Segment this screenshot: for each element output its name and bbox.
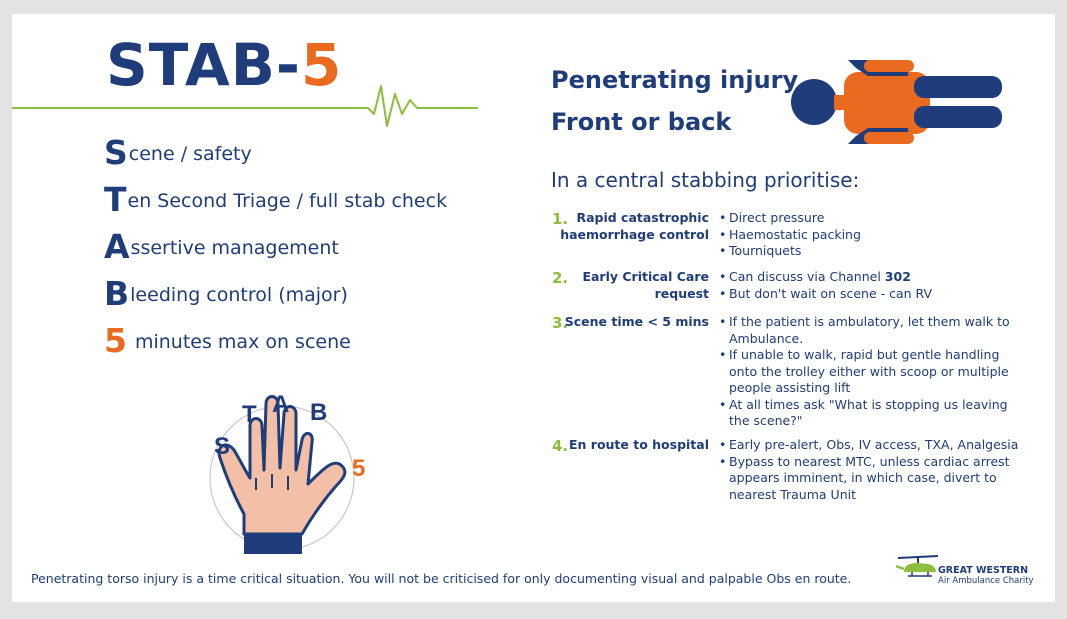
logo-name: GREAT WESTERN bbox=[938, 565, 1029, 576]
logo-subtitle: Air Ambulance Charity bbox=[938, 576, 1034, 586]
list-item: Early pre-alert, Obs, IV access, TXA, An… bbox=[719, 437, 1019, 454]
ecg-line-icon bbox=[12, 85, 478, 127]
list-item: If the patient is ambulatory, let them w… bbox=[719, 314, 1019, 347]
helicopter-logo-icon bbox=[896, 555, 939, 577]
mnemonic-b: Bleeding control (major) bbox=[104, 274, 348, 313]
charity-logo-text: GREAT WESTERN Air Ambulance Charity bbox=[938, 565, 1034, 587]
list-item: Bypass to nearest MTC, unless cardiac ar… bbox=[719, 454, 1019, 504]
step-label: En route to hospital bbox=[568, 437, 709, 452]
step-number: 2. bbox=[552, 269, 569, 287]
step-number: 3. bbox=[552, 314, 569, 332]
step-label: Rapid catastrophic haemorrhage control bbox=[560, 210, 709, 242]
step-bullets: Early pre-alert, Obs, IV access, TXA, An… bbox=[719, 437, 1019, 503]
stab5-hand-graphic: S T A B 5 bbox=[209, 391, 365, 554]
hand-letter-b: B bbox=[310, 399, 327, 426]
list-item: Haemostatic packing bbox=[719, 227, 1019, 244]
hand-letter-t: T bbox=[242, 401, 257, 428]
list-item: Direct pressure bbox=[719, 210, 1019, 227]
step-label: Early Critical Care request bbox=[582, 269, 709, 301]
list-item: Can discuss via Channel 302 bbox=[719, 269, 1019, 286]
infographic-card: STAB-5 Scene / safety Ten Second Triage … bbox=[12, 14, 1055, 602]
headline-line1: Penetrating injury bbox=[551, 66, 799, 94]
list-item: But don't wait on scene - can RV bbox=[719, 286, 1019, 303]
hand-letter-a: A bbox=[272, 391, 289, 418]
footer-note: Penetrating torso injury is a time criti… bbox=[31, 571, 852, 586]
prioritise-heading: In a central stabbing prioritise: bbox=[551, 168, 860, 192]
page-title: STAB-5 bbox=[106, 36, 342, 94]
mnemonic-s: Scene / safety bbox=[104, 133, 252, 172]
step-label: Scene time < 5 mins bbox=[564, 314, 709, 329]
step-bullets: Can discuss via Channel 302 But don't wa… bbox=[719, 269, 1019, 302]
list-item: If unable to walk, rapid but gentle hand… bbox=[719, 347, 1019, 397]
hand-letter-s: S bbox=[214, 433, 230, 460]
sleeve bbox=[244, 534, 302, 554]
channel-number: 302 bbox=[884, 269, 911, 284]
person-body-icon bbox=[791, 60, 1002, 144]
list-item: At all times ask "What is stopping us le… bbox=[719, 397, 1019, 430]
list-item: Tourniquets bbox=[719, 243, 1019, 260]
title-accent: 5 bbox=[301, 31, 343, 99]
step-bullets: If the patient is ambulatory, let them w… bbox=[719, 314, 1019, 430]
hand-icon bbox=[217, 395, 347, 536]
step-bullets: Direct pressure Haemostatic packing Tour… bbox=[719, 210, 1019, 260]
step-number: 1. bbox=[552, 210, 569, 228]
hand-letter-5: 5 bbox=[352, 455, 365, 482]
title-main: STAB- bbox=[106, 31, 302, 99]
mnemonic-t: Ten Second Triage / full stab check bbox=[104, 180, 448, 219]
step-number: 4. bbox=[552, 437, 569, 455]
mnemonic-a: Assertive management bbox=[104, 227, 339, 266]
headline-line2: Front or back bbox=[551, 108, 732, 136]
